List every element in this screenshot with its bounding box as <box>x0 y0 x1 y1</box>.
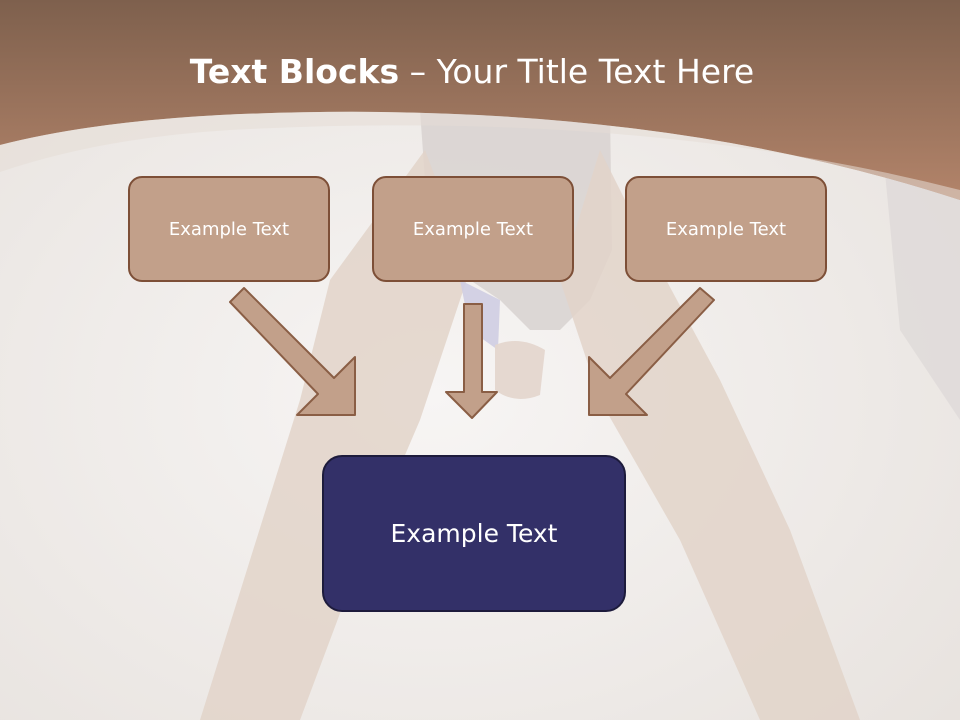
target-block-label: Example Text <box>390 519 558 548</box>
arrow-right <box>588 287 715 416</box>
title-dash: – <box>399 52 437 91</box>
target-block: Example Text <box>322 455 626 612</box>
text-block-3: Example Text <box>625 176 827 282</box>
text-block-1: Example Text <box>128 176 330 282</box>
title-bold: Text Blocks <box>189 52 400 91</box>
text-block-2: Example Text <box>372 176 574 282</box>
title-rest: Your Title Text Here <box>436 52 755 91</box>
text-block-2-label: Example Text <box>412 218 534 240</box>
text-block-1-label: Example Text <box>168 218 290 240</box>
text-block-3-label: Example Text <box>665 218 787 240</box>
arrow-center <box>445 303 498 419</box>
arrow-left <box>229 287 356 416</box>
slide-title: Text Blocks – Your Title Text Here <box>0 52 944 91</box>
